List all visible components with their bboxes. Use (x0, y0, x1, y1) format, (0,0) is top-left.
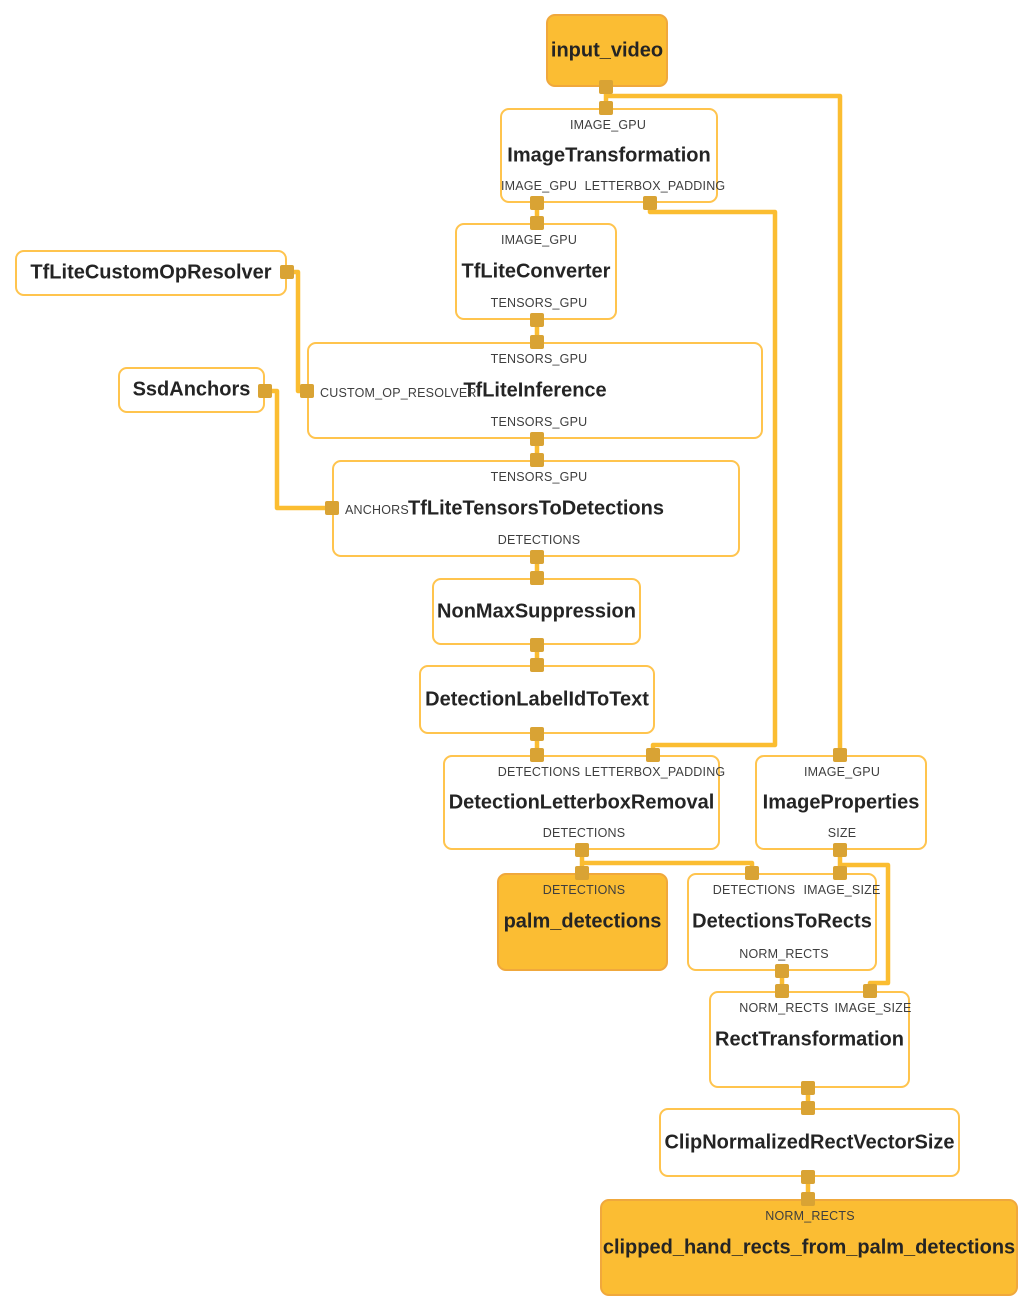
port-label-detections: DETECTIONS (497, 533, 581, 547)
port-label-tensors_gpu: TENSORS_GPU (490, 352, 588, 366)
port-connector (833, 748, 847, 762)
port-connector (530, 453, 544, 467)
node-tflite_tensors_to_detections[interactable]: TfLiteTensorsToDetections TENSORS_GPU ANCH… (332, 460, 740, 557)
port-connector (833, 843, 847, 857)
node-title-clipped_hand_rects_from_palm_detections: clipped_hand_rects_from_palm_detections (602, 1236, 1016, 1258)
port-connector (300, 384, 314, 398)
node-title-detections_to_rects: DetectionsToRects (692, 910, 872, 933)
port-connector (258, 384, 272, 398)
node-ssd_anchors[interactable]: SsdAnchors (118, 367, 265, 413)
port-label-image_gpu: IMAGE_GPU (500, 179, 578, 193)
node-title-input_video: input_video (550, 39, 664, 61)
port-label-image_size: IMAGE_SIZE (803, 883, 881, 897)
port-label-tensors_gpu: TENSORS_GPU (490, 470, 588, 484)
edge-tflite_custom_op_resolver-tflite_inference (287, 269, 307, 394)
port-connector (530, 571, 544, 585)
port-connector (801, 1192, 815, 1206)
edge-detection_letterbox_removal-detections_to_rects (582, 860, 755, 873)
port-label-norm_rects: NORM_RECTS (739, 947, 829, 961)
node-title-palm_detections: palm_detections (503, 910, 662, 933)
port-connector (646, 748, 660, 762)
port-connector (575, 843, 589, 857)
port-connector (599, 101, 613, 115)
node-title-clip_normalized_rect_vector_size: ClipNormalizedRectVectorSize (664, 1131, 955, 1153)
port-connector (530, 658, 544, 672)
edge-input_video-image_properties (606, 93, 843, 755)
port-connector (745, 866, 759, 880)
port-label-image_size: IMAGE_SIZE (834, 1001, 912, 1015)
port-connector (599, 80, 613, 94)
node-title-non_max_suppression: NonMaxSuppression (437, 600, 636, 622)
port-label-norm_rects: NORM_RECTS (765, 1209, 855, 1223)
node-title-tflite_converter: TfLiteConverter (461, 260, 611, 282)
port-connector (643, 196, 657, 210)
node-tflite_converter[interactable]: TfLiteConverter IMAGE_GPU TENSORS_GPU (455, 223, 617, 320)
port-label-anchors: ANCHORS (345, 503, 409, 517)
node-title-detection_label_id_to_text: DetectionLabelIdToText (425, 688, 649, 710)
port-connector (863, 984, 877, 998)
node-clip_normalized_rect_vector_size[interactable]: ClipNormalizedRectVectorSize (659, 1108, 960, 1177)
node-title-detection_letterbox_removal: DetectionLetterboxRemoval (448, 791, 715, 813)
port-connector (575, 866, 589, 880)
port-connector (801, 1101, 815, 1115)
port-label-tensors_gpu: TENSORS_GPU (490, 415, 588, 429)
port-label-detections: DETECTIONS (497, 765, 581, 779)
port-label-custom_op_resolver: CUSTOM_OP_RESOLVER (320, 386, 477, 400)
node-title-ssd_anchors: SsdAnchors (132, 378, 251, 401)
node-clipped_hand_rects_from_palm_detections[interactable]: clipped_hand_rects_from_palm_detections N… (600, 1199, 1018, 1296)
port-label-tensors_gpu: TENSORS_GPU (490, 296, 588, 310)
port-label-norm_rects: NORM_RECTS (739, 1001, 829, 1015)
node-title-rect_transformation: RectTransformation (715, 1028, 904, 1050)
port-connector (325, 501, 339, 515)
edge-image_transformation-detection_letterbox_removal (647, 203, 778, 755)
node-rect_transformation[interactable]: RectTransformation NORM_RECTS IMAGE_SIZE (709, 991, 912, 1088)
node-title-tflite_inference: TfLiteInference (463, 379, 607, 401)
port-label-letterbox_padding: LETTERBOX_PADDING (584, 179, 726, 193)
node-non_max_suppression[interactable]: NonMaxSuppression (432, 578, 641, 645)
port-connector (530, 196, 544, 210)
node-detections_to_rects[interactable]: DetectionsToRects DETECTIONS IMAGE_SIZE NOR… (687, 873, 881, 971)
port-connector (530, 550, 544, 564)
port-connector (530, 313, 544, 327)
port-connector (775, 984, 789, 998)
node-image_properties[interactable]: ImageProperties IMAGE_GPU SIZE (755, 755, 927, 850)
port-label-detections: DETECTIONS (542, 883, 626, 897)
port-connector (833, 866, 847, 880)
port-label-letterbox_padding: LETTERBOX_PADDING (584, 765, 726, 779)
node-title-tflite_tensors_to_detections: TfLiteTensorsToDetections (408, 497, 664, 519)
port-label-image_gpu: IMAGE_GPU (803, 765, 881, 779)
port-connector (530, 216, 544, 230)
port-connector (280, 265, 294, 279)
port-connector (530, 727, 544, 741)
port-connector (801, 1081, 815, 1095)
port-connector (530, 748, 544, 762)
node-title-image_transformation: ImageTransformation (507, 144, 711, 166)
port-connector (530, 432, 544, 446)
port-connector (801, 1170, 815, 1184)
port-label-image_gpu: IMAGE_GPU (500, 233, 578, 247)
node-title-image_properties: ImageProperties (762, 791, 920, 813)
port-label-image_gpu: IMAGE_GPU (569, 118, 647, 132)
node-input_video[interactable]: input_video (546, 14, 668, 87)
node-title-tflite_custom_op_resolver: TfLiteCustomOpResolver (30, 261, 272, 284)
port-connector (530, 335, 544, 349)
node-detection_label_id_to_text[interactable]: DetectionLabelIdToText (419, 665, 655, 734)
port-label-detections: DETECTIONS (542, 826, 626, 840)
port-connector (530, 638, 544, 652)
port-connector (775, 964, 789, 978)
port-label-detections: DETECTIONS (712, 883, 796, 897)
node-tflite_custom_op_resolver[interactable]: TfLiteCustomOpResolver (15, 250, 287, 296)
node-palm_detections[interactable]: palm_detections DETECTIONS (497, 873, 668, 971)
port-label-size: SIZE (827, 826, 857, 840)
